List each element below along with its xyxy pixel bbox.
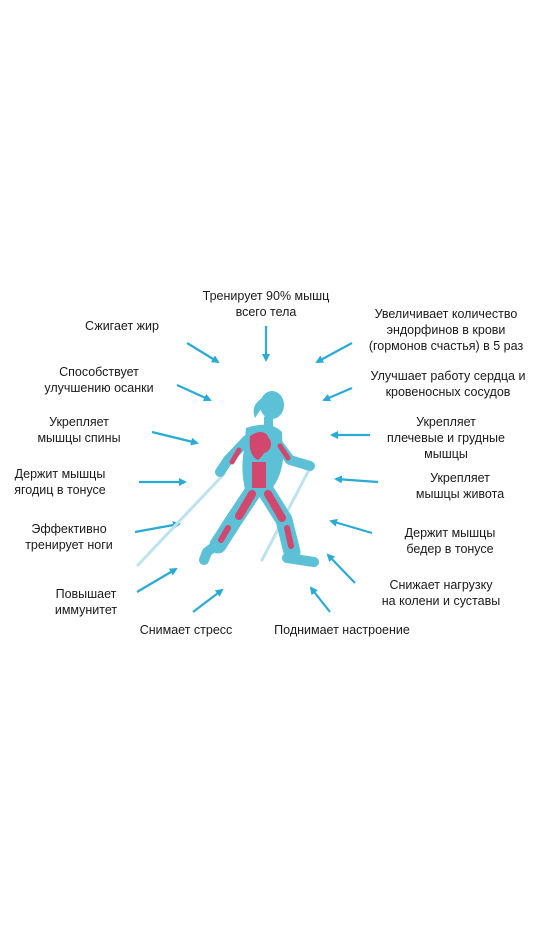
arrow-mood [309, 586, 331, 613]
label-burns-fat: Сжигает жир [85, 319, 159, 333]
arrow-burns-fat [186, 342, 220, 364]
label-legs: Эффективно тренирует ноги [25, 522, 113, 552]
arrow-stress [192, 588, 224, 613]
label-stress: Снимает стресс [139, 623, 233, 637]
label-immunity: Повышает иммунитет [54, 587, 118, 617]
label-chest: Укрепляет плечевые и грудные мышцы [387, 415, 505, 461]
label-back: Укрепляет мышцы спины [37, 415, 121, 445]
label-heart: Улучшает работу сердца и кровеносных сос… [370, 369, 526, 399]
arrow-legs [134, 521, 181, 534]
label-glutes: Держит мышцы ягодиц в тонусе [14, 467, 106, 497]
arrow-posture [176, 383, 212, 402]
arrow-abs [334, 475, 379, 484]
label-thighs: Держит мышцы бедер в тонусе [404, 526, 496, 556]
nordic-walker-icon [199, 391, 319, 567]
label-joints: Снижает нагрузку на колени и суставы [381, 578, 501, 608]
label-endorphins: Увеличивает количество эндорфинов в кров… [368, 307, 524, 353]
arrow-immunity [136, 567, 178, 593]
label-mood: Поднимает настроение [274, 623, 410, 637]
arrow-back [151, 430, 199, 446]
arrow-thighs [329, 518, 373, 535]
arrow-joints [326, 553, 356, 584]
label-full-body: Тренирует 90% мышц всего тела [202, 289, 330, 319]
muscle-highlights [218, 432, 294, 549]
label-abs: Укрепляет мышцы живота [415, 471, 505, 501]
arrow-heart [322, 386, 353, 402]
arrow-endorphins [315, 342, 353, 363]
label-posture: Способствует улучшению осанки [44, 365, 154, 395]
